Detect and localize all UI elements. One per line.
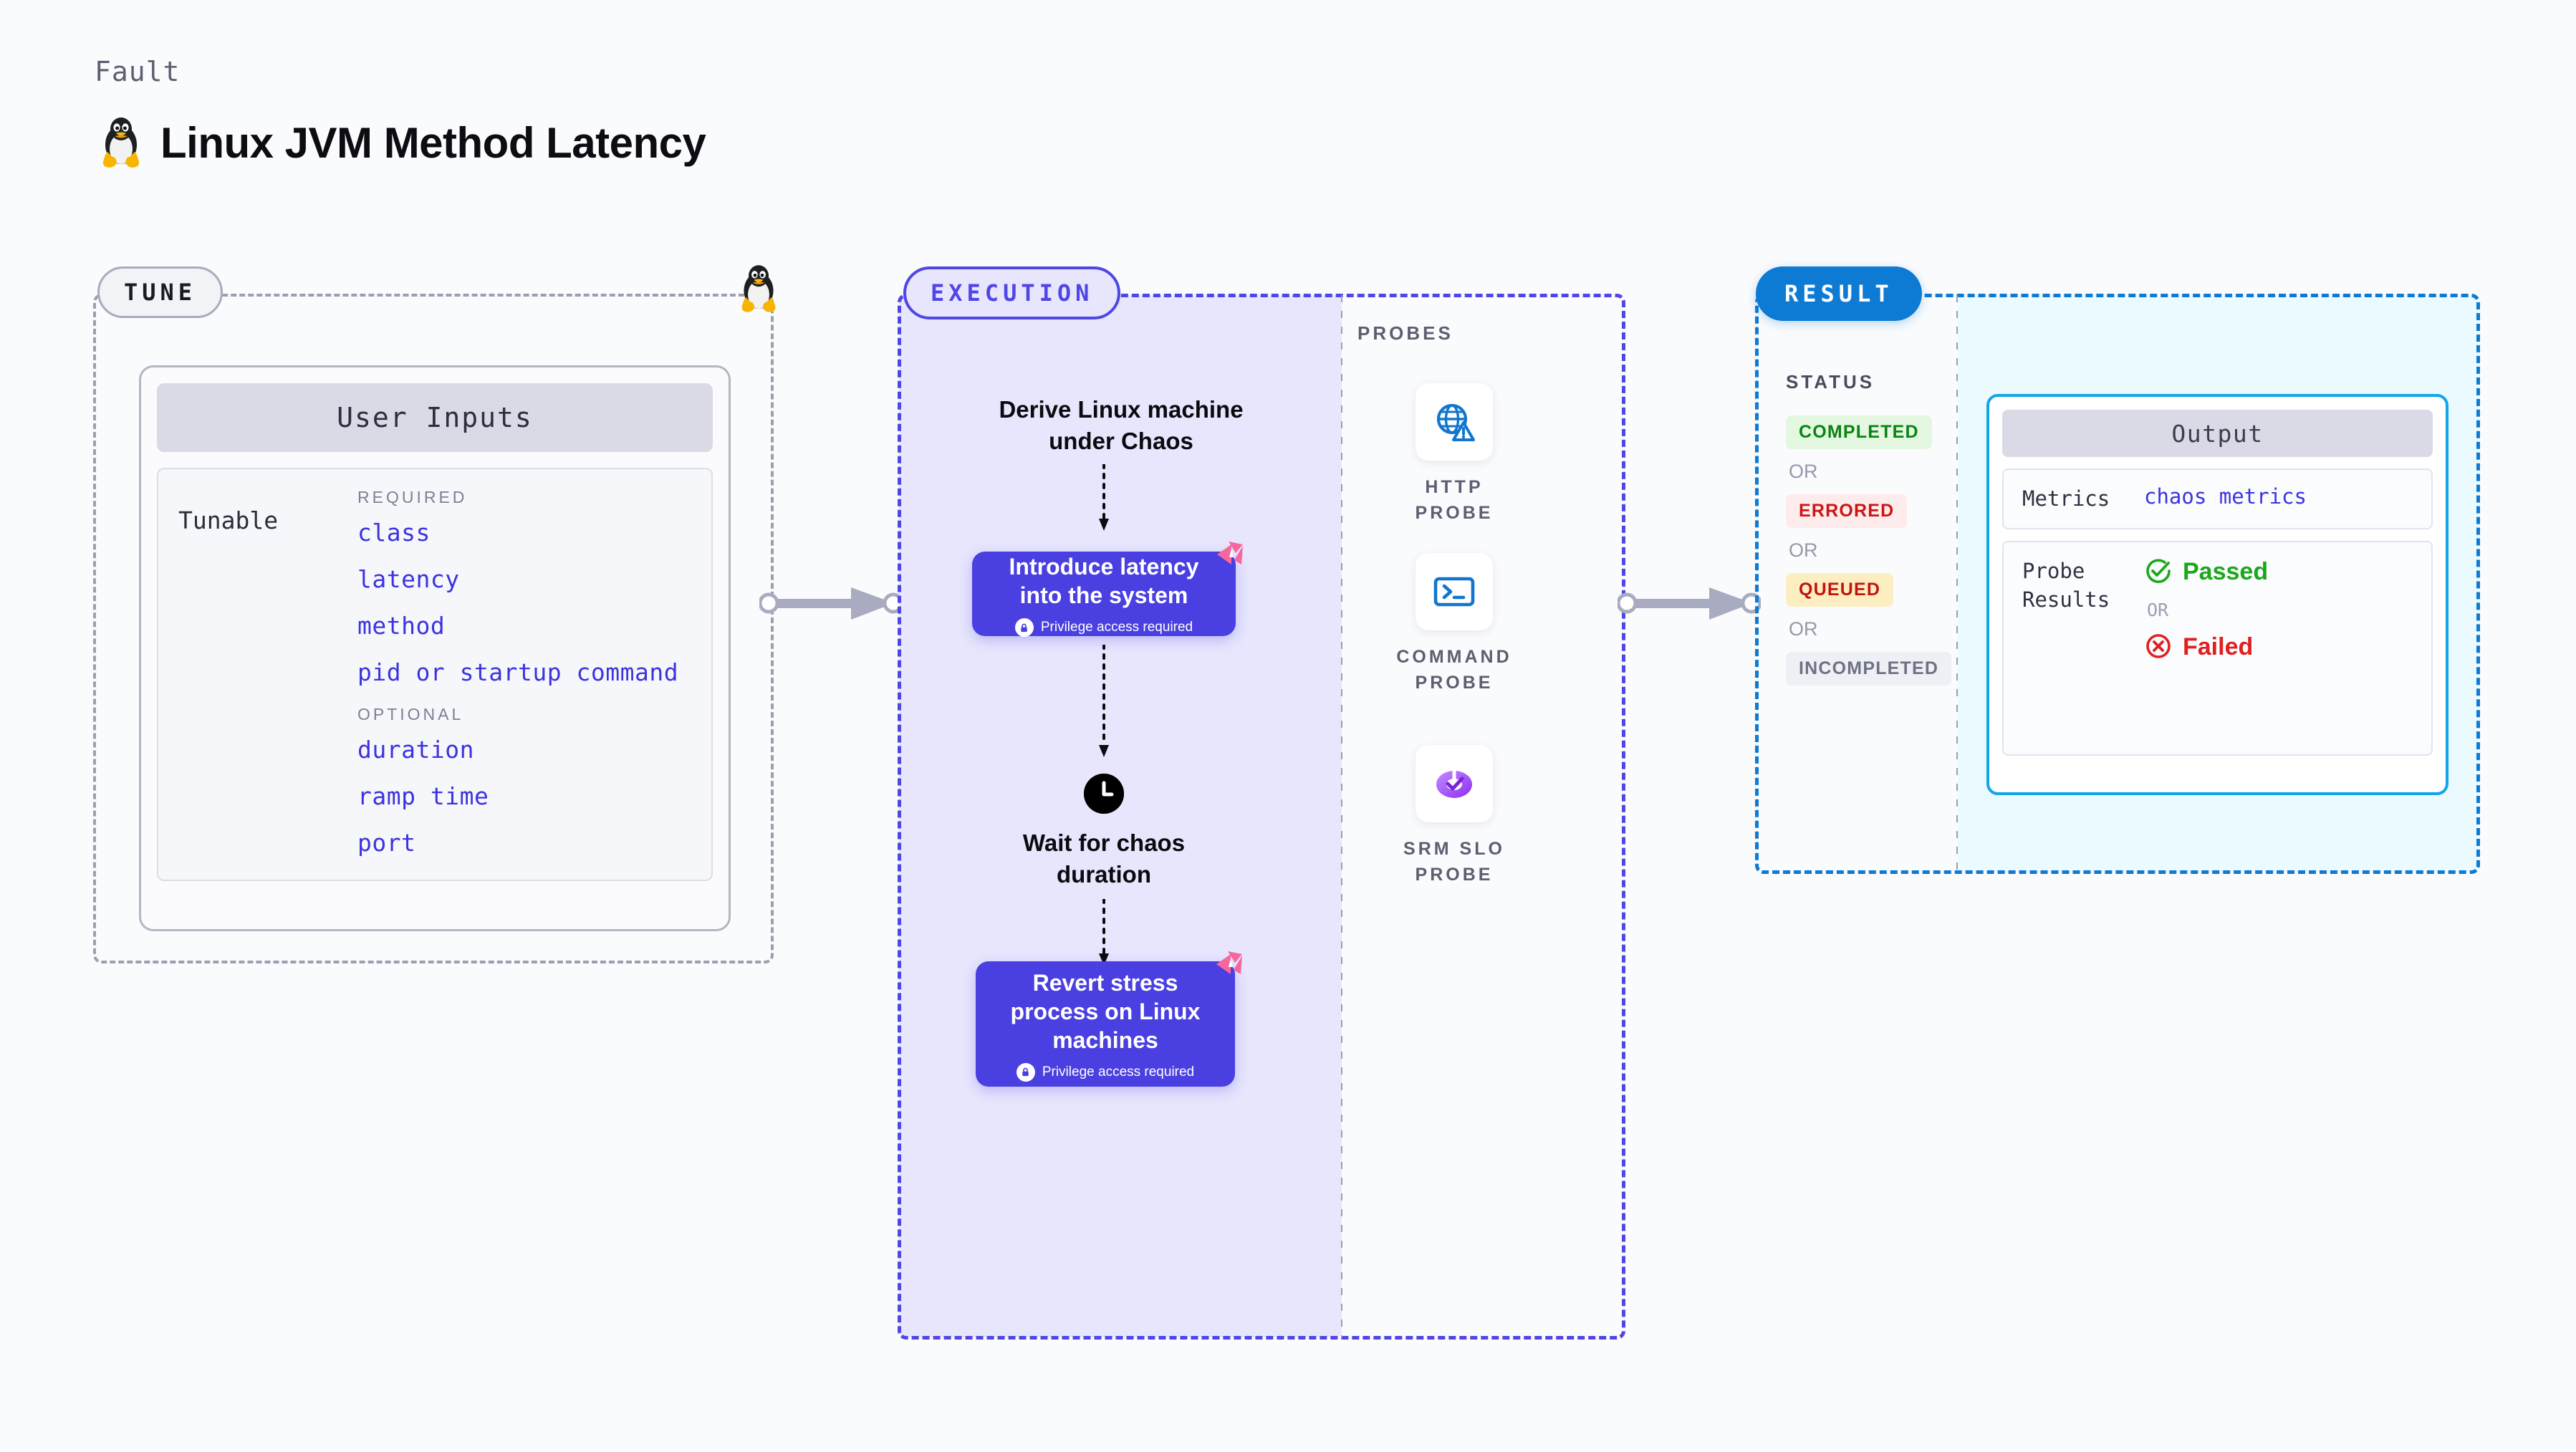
status-badge-errored[interactable]: ERRORED	[1786, 494, 1908, 528]
status-list: COMPLETED OR ERRORED OR QUEUED OR INCOMP…	[1786, 415, 1952, 686]
linux-tux-penguin-icon	[99, 116, 143, 169]
tunable-item-duration[interactable]: duration	[357, 736, 474, 764]
linux-tux-penguin-icon	[738, 264, 779, 317]
passed-label: Passed	[2183, 558, 2269, 586]
tunable-values: REQUIRED class latency method pid or sta…	[357, 488, 691, 858]
user-inputs-header: User Inputs	[157, 383, 713, 452]
probes-label: PROBES	[1357, 322, 1453, 344]
tunable-item-latency[interactable]: latency	[357, 565, 460, 593]
execution-wait-label: Wait for chaos duration	[1022, 830, 1186, 888]
step-note-row: Privilege access required	[1016, 1062, 1195, 1082]
output-row-probe-results: Probe Results Passed OR	[2002, 540, 2433, 756]
result-stage-panel	[1755, 294, 2480, 874]
flow-arrow-1	[1096, 463, 1112, 536]
status-or-1: OR	[1789, 461, 1818, 482]
step-title: Revert stress process on Linux machines	[1010, 969, 1201, 1053]
step-note-row: Privilege access required	[1014, 618, 1193, 637]
tune-stage-panel	[93, 294, 774, 963]
flow-arrow-2	[1096, 643, 1112, 762]
status-or-2: OR	[1789, 539, 1818, 561]
connector-tune-to-execution	[758, 587, 904, 633]
result-output-divider	[1956, 295, 1958, 872]
output-row-metrics: Metrics chaos metrics	[2002, 468, 2433, 529]
x-circle-icon	[2144, 632, 2173, 663]
user-inputs-card: User Inputs Tunable REQUIRED class laten…	[139, 365, 731, 931]
probe-name: SRM SLO PROBE	[1403, 839, 1505, 885]
execution-step-introduce-latency[interactable]: Introduce latency into the system Privil…	[972, 542, 1243, 637]
connector-execution-to-result	[1616, 587, 1762, 633]
probe-srm-slo[interactable]: SRM SLO PROBE	[1390, 745, 1519, 888]
step-note-text: Privilege access required	[1040, 620, 1193, 635]
status-badge-queued[interactable]: QUEUED	[1786, 573, 1894, 607]
tunable-item-ramp-time[interactable]: ramp time	[357, 782, 489, 810]
fault-kicker-label: Fault	[95, 56, 181, 87]
probe-http[interactable]: HTTP PROBE	[1390, 383, 1519, 526]
user-inputs-body: Tunable REQUIRED class latency method pi…	[157, 468, 713, 881]
result-stage-badge[interactable]: RESULT	[1756, 266, 1922, 321]
check-circle-icon	[2144, 557, 2173, 588]
tunable-item-class[interactable]: class	[357, 519, 431, 547]
execution-probes-divider	[1341, 295, 1342, 1337]
terminal-icon	[1416, 553, 1493, 630]
flow-arrow-3	[1096, 898, 1112, 971]
probe-name: COMMAND PROBE	[1396, 647, 1512, 693]
globe-warning-icon	[1416, 383, 1493, 461]
execution-step-revert-stress[interactable]: Revert stress process on Linux machines …	[976, 951, 1242, 1087]
probe-command[interactable]: COMMAND PROBE	[1390, 553, 1519, 696]
status-or-3: OR	[1789, 618, 1818, 640]
probe-results-values: Passed OR Failed	[2144, 557, 2268, 663]
execution-stage-panel	[898, 294, 1625, 1340]
probe-result-passed: Passed	[2144, 557, 2268, 588]
status-label: STATUS	[1786, 371, 1875, 393]
step-note-text: Privilege access required	[1042, 1064, 1195, 1080]
group-label-optional: OPTIONAL	[357, 705, 464, 723]
step-title: Introduce latency into the system	[1009, 554, 1199, 608]
litmus-chaos-logo-icon	[1210, 536, 1249, 577]
page-title: Linux JVM Method Latency	[160, 118, 706, 167]
tunable-item-pid-or-startup-command[interactable]: pid or startup command	[357, 658, 679, 686]
metrics-value[interactable]: chaos metrics	[2144, 484, 2307, 509]
lock-icon	[1014, 618, 1034, 637]
failed-label: Failed	[2183, 633, 2254, 661]
execution-stage-fill	[899, 295, 1342, 1337]
group-label-required: REQUIRED	[357, 488, 468, 506]
probe-name: HTTP PROBE	[1415, 477, 1494, 523]
probe-result-failed: Failed	[2144, 632, 2268, 663]
tune-stage-badge[interactable]: TUNE	[97, 266, 224, 318]
status-badge-completed[interactable]: COMPLETED	[1786, 415, 1932, 449]
slo-donut-check-icon	[1416, 745, 1493, 822]
fault-title-row: Linux JVM Method Latency	[99, 116, 706, 169]
output-header: Output	[2002, 410, 2433, 457]
execution-flow-title: Derive Linux machine under Chaos	[999, 396, 1244, 454]
tunable-item-port[interactable]: port	[357, 829, 416, 857]
status-badge-incompleted[interactable]: INCOMPLETED	[1786, 652, 1952, 686]
metrics-key: Metrics	[2022, 486, 2110, 511]
tunable-item-method[interactable]: method	[357, 612, 446, 640]
probe-result-or: OR	[2147, 599, 2169, 620]
execution-stage-badge[interactable]: EXECUTION	[903, 266, 1121, 319]
output-card: Output Metrics chaos metrics Probe Resul…	[1986, 394, 2448, 795]
lock-icon	[1016, 1062, 1035, 1082]
probe-results-key: Probe Results	[2022, 558, 2110, 612]
clock-icon	[1084, 774, 1124, 814]
tunable-row-label: Tunable	[178, 506, 279, 534]
litmus-chaos-logo-icon	[1209, 946, 1248, 987]
